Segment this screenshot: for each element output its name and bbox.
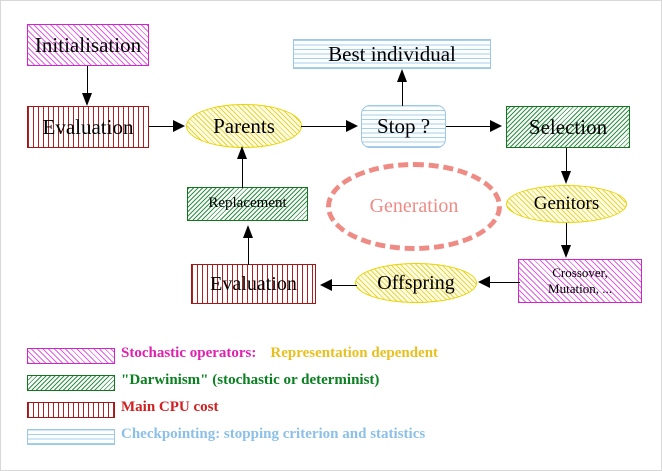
edge-evaluation-replacement bbox=[248, 229, 250, 265]
node-genitors[interactable]: Genitors bbox=[506, 185, 627, 223]
edge-stop-selection bbox=[446, 125, 492, 127]
node-best-individual[interactable]: Best individual bbox=[293, 39, 491, 69]
edge-offspring-evaluation bbox=[331, 284, 357, 286]
arrowhead-stop-selection bbox=[490, 120, 502, 132]
legend-label-darwinism: "Darwinism" (stochastic or determinist) bbox=[121, 372, 380, 388]
edge-selection-genitors bbox=[566, 148, 568, 175]
edge-initialisation-evaluation bbox=[87, 66, 89, 99]
legend-row-stochastic: Stochastic operators: Representation depe… bbox=[121, 345, 438, 362]
edge-crossover-offspring bbox=[488, 282, 520, 284]
arrowhead-initialisation-evaluation bbox=[81, 93, 92, 106]
node-replacement[interactable]: Replacement bbox=[187, 187, 308, 221]
legend-swatch-stochastic bbox=[27, 348, 115, 364]
node-initialisation[interactable]: Initialisation bbox=[27, 24, 149, 66]
arrowhead-genitors-crossover bbox=[560, 245, 571, 258]
node-evaluation-bottom[interactable]: Evaluation bbox=[191, 264, 316, 304]
node-selection[interactable]: Selection bbox=[506, 106, 630, 148]
edge-parents-stop bbox=[301, 125, 349, 127]
node-evaluation-top[interactable]: Evaluation bbox=[27, 106, 149, 148]
legend-label-stochastic-operators: Stochastic operators: bbox=[121, 345, 257, 361]
node-stop[interactable]: Stop ? bbox=[361, 105, 446, 148]
legend-swatch-main-cpu-cost bbox=[27, 402, 115, 418]
arrowhead-evaluation-replacement bbox=[242, 225, 253, 238]
node-parents[interactable]: Parents bbox=[186, 104, 302, 148]
node-generation-loop: Generation bbox=[326, 162, 502, 251]
edge-replacement-parents bbox=[242, 152, 244, 188]
edge-genitors-crossover bbox=[566, 223, 568, 247]
arrowhead-parents-stop bbox=[346, 120, 358, 132]
edge-evaluation-parents bbox=[149, 125, 177, 127]
node-offspring[interactable]: Offspring bbox=[355, 263, 477, 303]
arrowhead-evaluation-parents bbox=[173, 120, 185, 132]
legend-swatch-checkpointing bbox=[27, 429, 115, 445]
arrowhead-replacement-parents bbox=[236, 146, 247, 159]
arrowhead-selection-genitors bbox=[560, 171, 571, 184]
edge-stop-best-individual bbox=[402, 73, 404, 106]
node-crossover-mutation[interactable]: Crossover, Mutation, ... bbox=[518, 259, 642, 303]
arrowhead-crossover-offspring bbox=[478, 276, 490, 288]
arrowhead-offspring-evaluation bbox=[320, 279, 332, 291]
legend-swatch-darwinism bbox=[27, 375, 115, 391]
legend-label-checkpointing: Checkpointing: stopping criterion and st… bbox=[121, 426, 426, 442]
arrowhead-stop-best-individual bbox=[397, 69, 407, 82]
legend-label-main-cpu-cost: Main CPU cost bbox=[121, 399, 219, 415]
legend-label-representation-dependent: Representation dependent bbox=[270, 345, 439, 361]
